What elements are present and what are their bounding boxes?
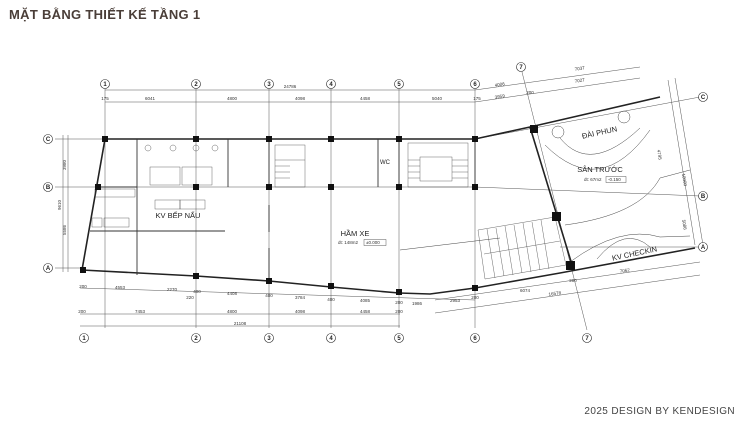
garage-area: dt: 148m2 (338, 240, 359, 245)
dimension-text: 6041 (145, 96, 156, 101)
axis-label: B (701, 194, 706, 200)
dimension-text: 5586 (62, 224, 67, 235)
dimension-text: 10000 (681, 173, 688, 187)
room-label-front-yard: SÂN TRƯỚC (577, 165, 623, 174)
dimension-text: 7027 (574, 77, 585, 84)
dimension-text: 9610 (57, 199, 62, 210)
dimension-text: 4553 (115, 285, 126, 290)
footer-credit: 2025 DESIGN BY KENDESIGN (584, 406, 735, 417)
dimension-text: 400 (265, 293, 273, 298)
axis-label: 3 (267, 336, 271, 342)
dimension-text: 200 (395, 309, 403, 314)
room-label-fountain: ĐÀI PHUN (581, 124, 618, 140)
dimension-text: 4006 (494, 81, 505, 88)
dimension-text: 4408 (227, 291, 238, 296)
axis-label: 3 (267, 82, 271, 88)
dimension-text: 1986 (412, 301, 423, 306)
dimension-text: 4458 (360, 309, 371, 314)
axis-label: A (46, 266, 51, 272)
page-title: MẶT BẰNG THIẾT KẾ TẦNG 1 (9, 7, 201, 22)
axis-label: 1 (82, 336, 86, 342)
axis-label: 1 (103, 82, 107, 88)
dimension-text: 16578 (548, 290, 562, 297)
dimension-text: 200 (395, 300, 403, 305)
axis-label: C (46, 137, 51, 143)
dimension-text: 2953 (450, 298, 461, 303)
axis-label: 4 (329, 336, 333, 342)
axis-label: 7 (585, 336, 589, 342)
room-label-kitchen: KV BẾP NẤU (156, 210, 201, 220)
front-yard-level: -0.150 (608, 177, 621, 182)
dimension-text: 220 (186, 295, 194, 300)
dimension-text: 200 (526, 90, 534, 95)
axis-label: 4 (329, 82, 333, 88)
dimension-text: 3959 (494, 93, 505, 100)
dimension-text: 3980 (62, 159, 67, 170)
axis-label: 2 (194, 336, 198, 342)
dimension-text: 4098 (295, 309, 306, 314)
dimension-text: 24786 (284, 84, 297, 89)
axis-label: 5 (397, 82, 401, 88)
dimension-text: 6074 (520, 288, 531, 293)
axis-label: B (46, 185, 51, 191)
axis-label: 6 (473, 336, 477, 342)
room-label-wc: WC (380, 160, 391, 166)
dimension-text: 200 (569, 278, 577, 283)
room-label-garage: HẦM XE (341, 228, 370, 238)
dimension-text: 5086 (681, 219, 688, 230)
axis-label: C (701, 95, 706, 101)
garage-level: ±0.000 (366, 240, 380, 245)
dimension-text: 7453 (135, 309, 146, 314)
axis-label: A (701, 245, 706, 251)
dimension-text: 3784 (295, 295, 306, 300)
axis-label: 5 (397, 336, 401, 342)
dimension-text: 400 (193, 289, 201, 294)
dimension-text: 4098 (295, 96, 306, 101)
dimension-text: 7037 (574, 65, 585, 72)
front-yard-area: dt: 67m2 (584, 177, 602, 182)
dimension-text: 4085 (360, 298, 371, 303)
dimension-text: 175 (101, 96, 109, 101)
dimension-text: 200 (471, 295, 479, 300)
dimension-text: 4800 (227, 309, 238, 314)
dimension-text: 5040 (432, 96, 443, 101)
dimension-text: 4795 (656, 149, 663, 160)
dimension-text: 7062 (619, 267, 630, 273)
dimension-text: 2270 (167, 287, 178, 292)
dimension-text: 400 (327, 297, 335, 302)
dimension-text: 175 (473, 96, 481, 101)
axis-label: 2 (194, 82, 198, 88)
dimension-text: 4800 (227, 96, 238, 101)
dimension-text: 200 (79, 284, 87, 289)
dimension-text: 200 (78, 309, 86, 314)
axis-label: 6 (473, 82, 477, 88)
axis-label: 7 (519, 65, 523, 71)
dimension-text: 21108 (234, 321, 247, 326)
dimension-text: 4458 (360, 96, 371, 101)
